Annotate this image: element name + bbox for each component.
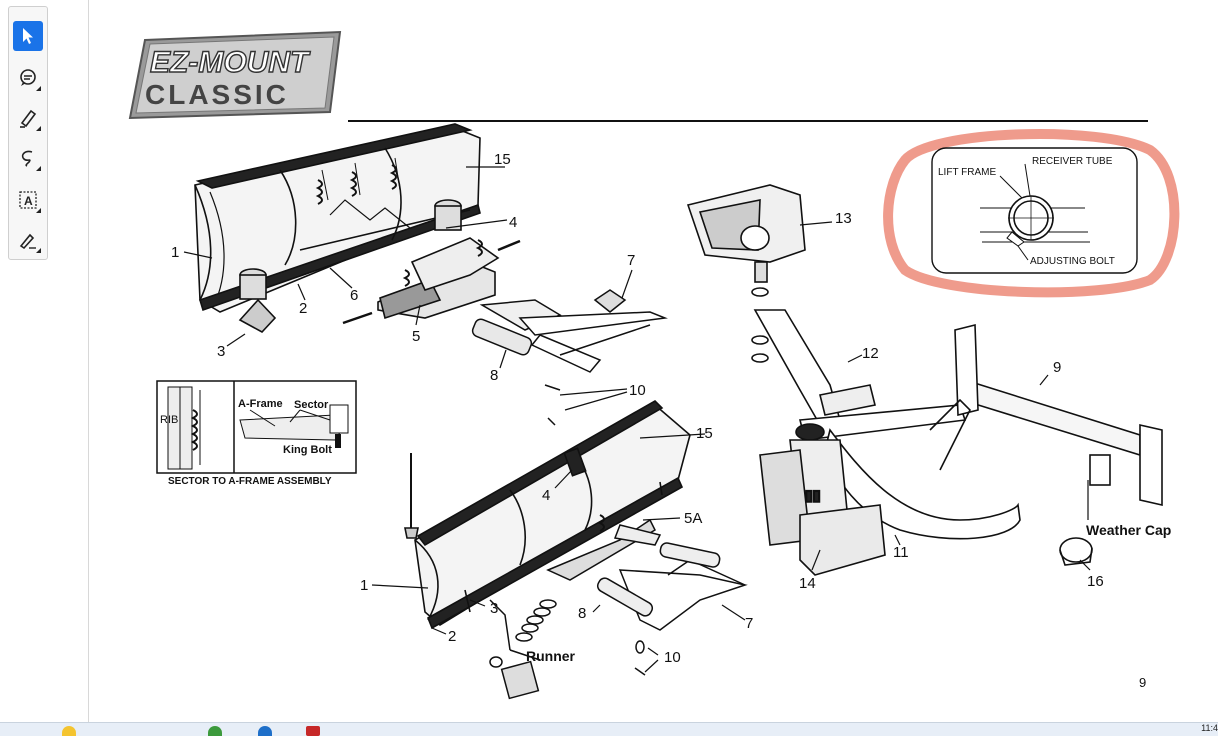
freehand-icon (21, 150, 33, 167)
highlighter-icon (20, 109, 37, 128)
detail-lift-frame-label: LIFT FRAME (938, 167, 996, 178)
text-box-icon: A (19, 191, 37, 209)
detail-adjusting-bolt-label: ADJUSTING BOLT (1030, 256, 1115, 267)
pen-sign-icon (19, 233, 36, 250)
callout-top-5: 5 (412, 328, 420, 345)
inset-caption: SECTOR TO A-FRAME ASSEMBLY (168, 476, 332, 487)
ez-mount-classic-logo: EZ-MOUNT CLASSIC (128, 30, 342, 120)
bottom-callouts (371, 433, 746, 673)
top-plow-blade (194, 123, 521, 334)
pdf-page: EZ-MOUNT CLASSIC (89, 0, 1218, 722)
logo-line1: EZ-MOUNT (150, 46, 311, 79)
pump-marking-icon: ▮▮ (805, 487, 820, 503)
right-callout-labels: 13 12 9 11 14 16 Weather Cap (799, 210, 1171, 592)
logo-line2: CLASSIC (145, 79, 289, 110)
taskbar-app-icon[interactable] (208, 726, 222, 736)
callout-bottom-15: 15 (696, 425, 713, 442)
text-select-tool[interactable]: A (13, 185, 43, 215)
callout-16: 16 (1087, 573, 1104, 590)
callout-bottom-5a: 5A (684, 510, 702, 527)
top-callouts (183, 166, 633, 411)
callout-top-8: 8 (490, 367, 498, 384)
callout-top-4: 4 (509, 214, 517, 231)
select-tool[interactable] (13, 21, 43, 51)
taskbar-clock[interactable]: 11:4 (1201, 723, 1218, 733)
inset-rib-label: RIB (160, 414, 178, 426)
callout-13: 13 (835, 210, 852, 227)
comment-tool[interactable] (13, 63, 43, 93)
detail-receiver-tube-label: RECEIVER TUBE (1032, 156, 1113, 167)
svg-text:A: A (24, 194, 33, 208)
callout-weather-cap: Weather Cap (1086, 522, 1171, 538)
lift-assembly: ▮▮ (686, 184, 1163, 576)
callout-bottom-10: 10 (664, 649, 681, 666)
highlight-circle-annotation[interactable] (883, 129, 1180, 298)
callout-11: 11 (893, 544, 909, 561)
callout-bottom-1: 1 (360, 577, 368, 594)
callout-bottom-2: 2 (448, 628, 456, 645)
callout-top-1: 1 (171, 244, 179, 261)
callout-top-15: 15 (494, 151, 511, 168)
bottom-a-frame (489, 518, 748, 700)
taskbar-app-icon[interactable] (306, 726, 320, 736)
parts-diagram: EZ-MOUNT CLASSIC (128, 30, 1180, 700)
callout-9: 9 (1053, 359, 1061, 376)
callout-bottom-3: 3 (490, 600, 498, 617)
pointer-icon (23, 28, 33, 44)
washers-stack (515, 599, 557, 642)
inset-a-frame-label: A-Frame (238, 398, 283, 410)
bottom-plow-blade (404, 400, 691, 630)
page-divider (88, 0, 89, 722)
callout-14: 14 (799, 575, 816, 592)
callout-runner: Runner (526, 648, 576, 664)
annotation-toolbar: A (8, 6, 48, 260)
callout-bottom-4: 4 (542, 487, 550, 504)
callout-bottom-8: 8 (578, 605, 586, 622)
comment-icon (20, 69, 36, 86)
bottom-callout-labels: 1 2 3 4 5A 7 8 10 15 Runner (360, 425, 753, 666)
callout-12: 12 (862, 345, 879, 362)
highlight-tool[interactable] (13, 103, 43, 133)
top-callout-labels: 1 2 3 4 5 6 7 8 10 15 (171, 151, 646, 399)
callout-top-10: 10 (629, 382, 646, 399)
callout-top-3: 3 (217, 343, 225, 360)
inset-king-bolt-label: King Bolt (283, 444, 332, 456)
sector-inset: RIB A-Frame Sector King Bolt SECTOR TO A… (156, 380, 357, 487)
right-callouts (799, 221, 1091, 571)
receiver-tube-detail: LIFT FRAME RECEIVER TUBE ADJUSTING BOLT (883, 129, 1180, 298)
callout-top-2: 2 (299, 300, 307, 317)
taskbar-app-icon[interactable] (62, 726, 76, 736)
callout-top-7: 7 (627, 252, 635, 269)
page-number: 9 (1139, 675, 1146, 690)
inset-sector-label: Sector (294, 399, 329, 411)
top-a-frame (471, 289, 668, 426)
draw-tool[interactable] (13, 143, 43, 173)
taskbar-app-icon[interactable] (258, 726, 272, 736)
sign-tool[interactable] (13, 225, 43, 255)
callout-top-6: 6 (350, 287, 358, 304)
blade-springs (315, 157, 401, 205)
callout-bottom-7: 7 (745, 615, 753, 632)
taskbar: 11:4 (0, 722, 1218, 736)
